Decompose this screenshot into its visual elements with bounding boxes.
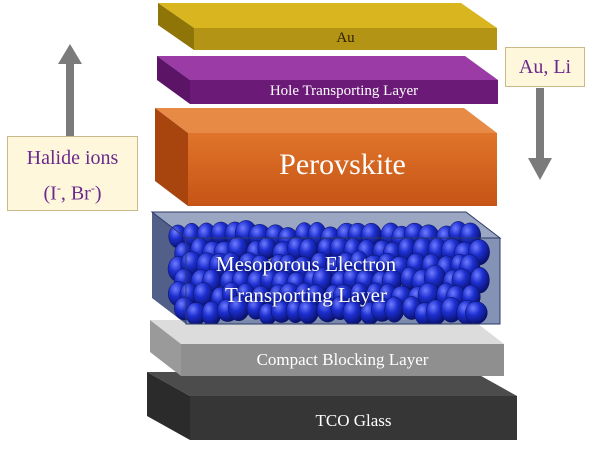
hole-transporting-layer [157,56,498,104]
mesoporous-etl-layer [150,211,502,325]
blocking-label: Compact Blocking Layer [256,350,429,369]
tco-glass-layer [147,372,517,440]
nanoparticle-cluster [167,220,490,324]
etl-label-line2: Transporting Layer [225,283,387,307]
perovskite-label: Perovskite [279,148,406,181]
superscript-minus: - [56,181,61,195]
superscript-minus: - [90,181,95,195]
metal-ions-note: Au, Li [505,47,585,87]
compact-blocking-layer [150,320,504,376]
halide-migration-up-arrow [58,44,82,136]
nanoparticle [465,301,488,324]
etl-label-line1: Mesoporous Electron [215,252,397,276]
halide-ions-title: Halide ions [26,147,119,169]
au-layer [158,3,497,50]
perovskite-layer [155,108,497,206]
halide-ions-note: Halide ions (I-, Br-) [7,136,138,211]
halide-ions-species: (I-, Br-) [43,181,102,205]
au-label: Au [336,30,355,46]
metal-migration-down-arrow [528,88,552,180]
tco-label: TCO Glass [315,411,392,430]
htl-label: Hole Transporting Layer [269,83,419,99]
